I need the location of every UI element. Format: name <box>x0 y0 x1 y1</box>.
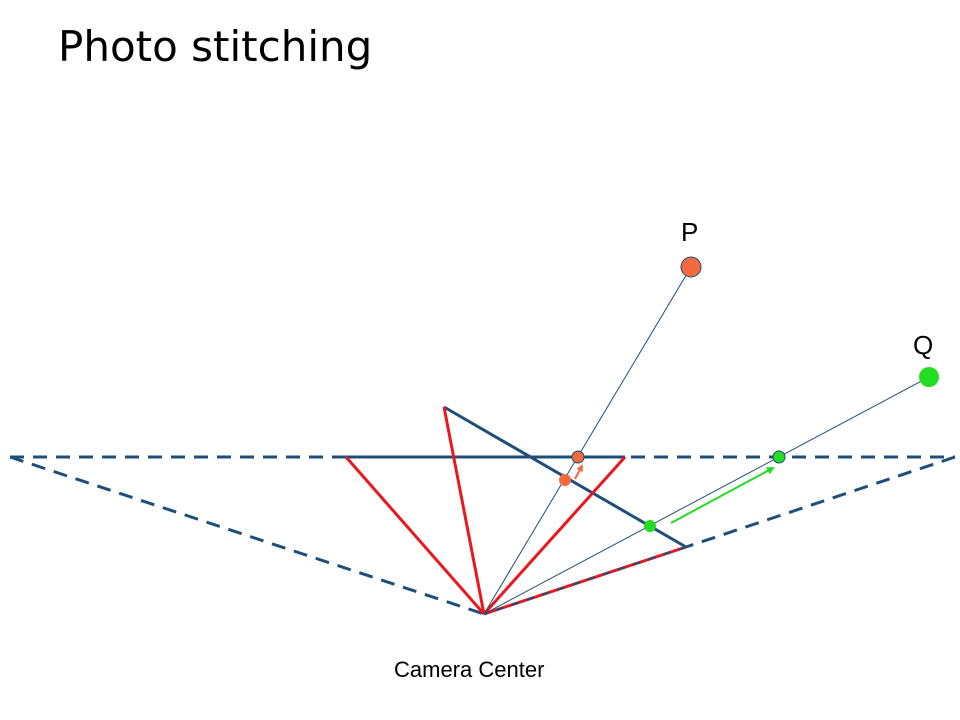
p-projection-plane-1 <box>571 450 585 464</box>
p-motion-arrow <box>574 464 583 480</box>
point-p-label: P <box>681 217 698 247</box>
p-projection-plane-2 <box>559 474 571 486</box>
q-projection-plane-2 <box>644 520 656 532</box>
q-projection-plane-1 <box>772 450 786 464</box>
q-motion-arrow <box>670 467 775 524</box>
camera-center-label: Camera Center <box>394 657 544 682</box>
frustum-2-right-overlay <box>483 546 687 615</box>
frustum-1-right <box>482 455 627 616</box>
extended-plane-right-edge <box>685 455 956 549</box>
point-q <box>919 367 939 387</box>
frustum-2-left <box>442 406 486 615</box>
frustum-1-left <box>344 456 486 615</box>
ray-to-p <box>483 266 692 615</box>
extended-plane-left-edge <box>9 455 485 616</box>
slide-title: Photo stitching <box>58 22 373 71</box>
point-p <box>680 256 702 278</box>
ray-to-q <box>483 376 930 615</box>
point-q-label: Q <box>913 330 933 360</box>
